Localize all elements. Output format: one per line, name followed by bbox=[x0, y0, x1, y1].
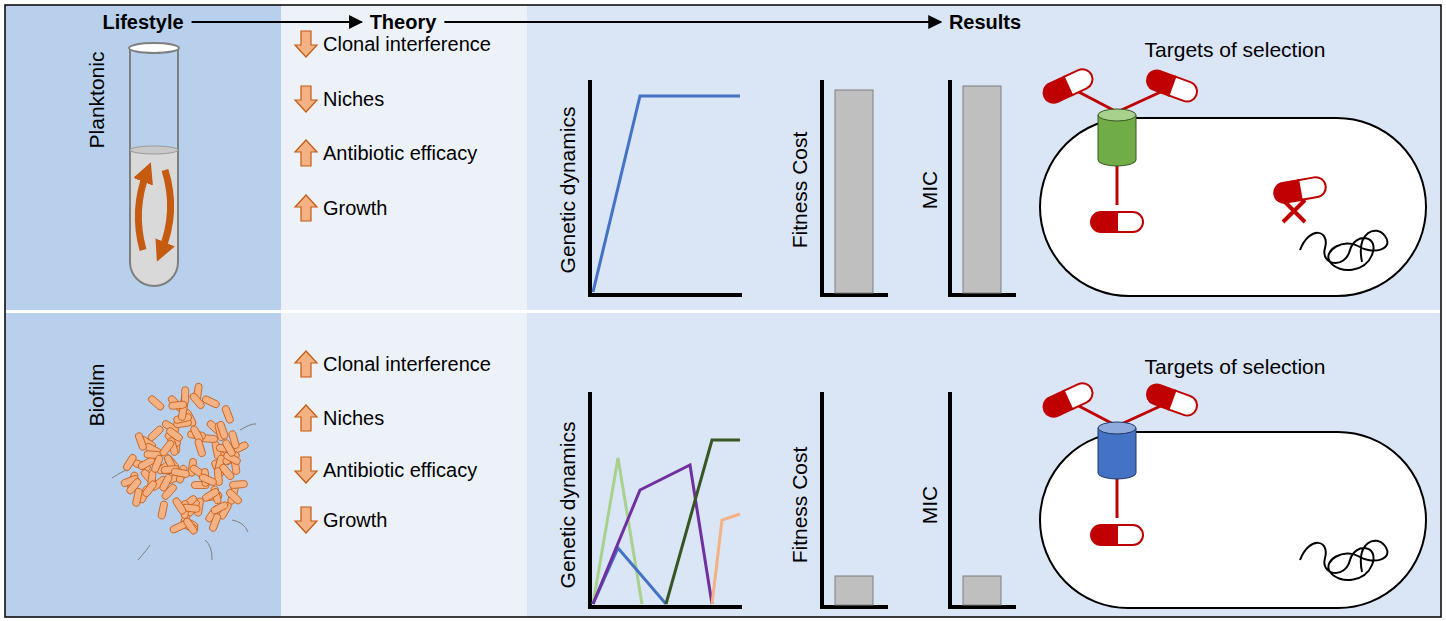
bacterium bbox=[147, 425, 165, 442]
flagellum bbox=[205, 540, 212, 560]
bacterium bbox=[132, 488, 143, 507]
bacterium bbox=[221, 405, 234, 424]
bacterium bbox=[171, 468, 190, 478]
axis-label: Planktonic bbox=[85, 52, 109, 149]
test-tube bbox=[129, 43, 179, 286]
trajectory-lines bbox=[593, 440, 740, 604]
bacterium bbox=[122, 453, 137, 472]
flow-arrow bbox=[444, 21, 941, 23]
frame bbox=[5, 5, 1441, 617]
label-text: Targets of selection bbox=[1145, 38, 1326, 62]
bacterium bbox=[150, 454, 163, 473]
axis-label: Fitness Cost bbox=[788, 132, 812, 249]
label-text: Niches bbox=[323, 88, 384, 111]
bacterium bbox=[182, 517, 198, 536]
trajectory-line bbox=[593, 96, 740, 292]
flagellum bbox=[138, 545, 150, 560]
chart-axes bbox=[590, 80, 1016, 607]
column-header: Theory bbox=[370, 11, 437, 34]
trend-arrows bbox=[295, 31, 317, 533]
bacterium bbox=[221, 438, 236, 457]
label-text: Targets of selection bbox=[1145, 355, 1326, 379]
axis-label: Biofilm bbox=[85, 363, 109, 426]
label-text: Antibiotic efficacy bbox=[323, 459, 477, 482]
bacterium bbox=[172, 496, 187, 515]
cell-bottom bbox=[1040, 380, 1426, 608]
header-text: Lifestyle bbox=[102, 11, 183, 33]
header-text: Results bbox=[949, 11, 1021, 33]
flagellum bbox=[240, 424, 256, 430]
bacterium bbox=[159, 439, 176, 457]
header-text: Theory bbox=[370, 11, 437, 33]
axis-label: MIC bbox=[918, 171, 942, 210]
label-text: Clonal interference bbox=[323, 33, 491, 56]
label-text: Clonal interference bbox=[323, 353, 491, 376]
axis-label: Genetic dynamics bbox=[556, 107, 580, 274]
label-text: Antibiotic efficacy bbox=[323, 142, 477, 165]
bacterium bbox=[141, 479, 157, 498]
bar bbox=[963, 576, 1001, 605]
bacterium bbox=[194, 438, 206, 457]
bacterium bbox=[216, 421, 228, 440]
biofilm-cluster bbox=[112, 383, 256, 560]
bar bbox=[963, 86, 1001, 293]
axis-label: MIC bbox=[918, 486, 942, 525]
axis-label: Fitness Cost bbox=[788, 447, 812, 564]
bacterium bbox=[198, 473, 217, 487]
bacterium bbox=[158, 501, 169, 520]
bacterium bbox=[165, 426, 184, 442]
bar bbox=[835, 576, 873, 605]
label-text: Niches bbox=[323, 407, 384, 430]
flagellum bbox=[232, 520, 248, 532]
column-header: Lifestyle bbox=[102, 11, 183, 34]
row-divider bbox=[5, 310, 1441, 313]
bacterium bbox=[147, 394, 165, 411]
bacterium bbox=[218, 463, 235, 481]
label-text: Growth bbox=[323, 509, 387, 532]
axis-label: Genetic dynamics bbox=[556, 422, 580, 589]
column-header: Results bbox=[949, 11, 1021, 34]
label-text: Growth bbox=[323, 197, 387, 220]
bar bbox=[835, 90, 873, 293]
bacterium bbox=[189, 392, 206, 410]
flow-arrow bbox=[192, 21, 362, 23]
flagellum bbox=[112, 470, 128, 478]
cell-top bbox=[1040, 66, 1426, 296]
bacterium bbox=[229, 480, 248, 489]
bacterium bbox=[209, 513, 222, 532]
bacterium bbox=[210, 501, 229, 515]
bacterium bbox=[201, 487, 220, 502]
bacterium bbox=[135, 432, 148, 451]
bacterium bbox=[168, 401, 187, 410]
